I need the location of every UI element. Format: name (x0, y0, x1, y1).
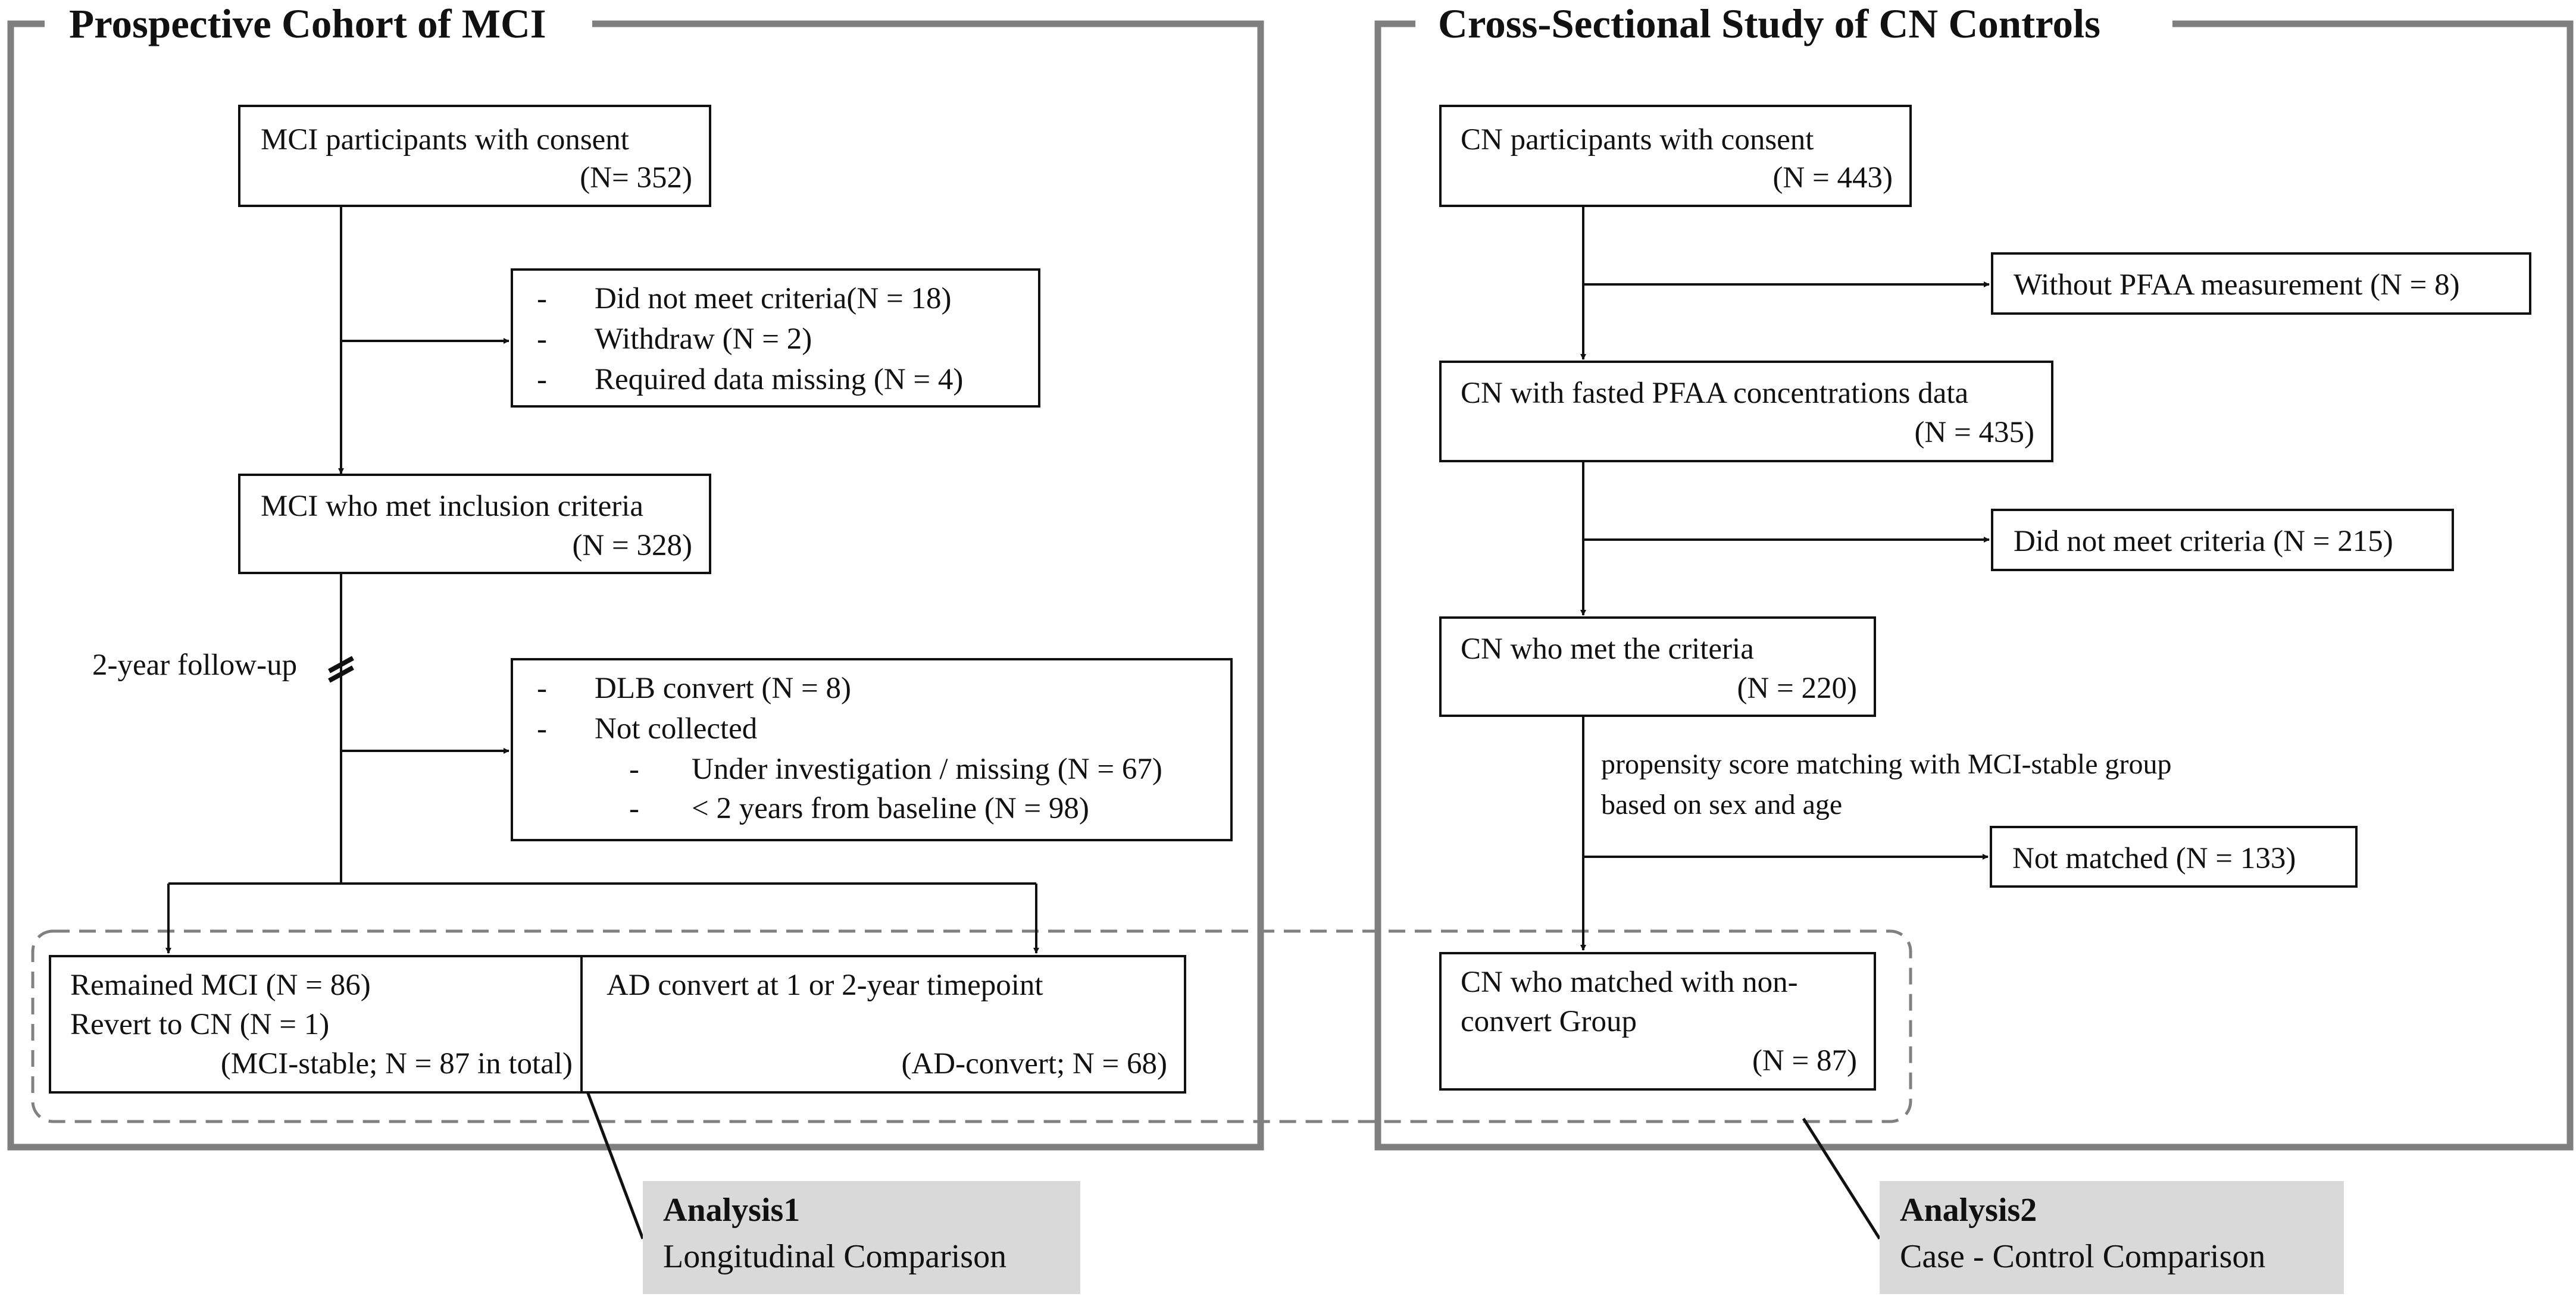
cn-not-meet-box: Did not meet criteria (N = 215) (1991, 509, 2454, 571)
analysis1-title: Analysis1 (663, 1192, 801, 1229)
bullet-dash: - (537, 363, 547, 396)
cn-consent-label: CN participants with consent (1461, 123, 1814, 156)
mci-exclusion-box-1: - Did not meet criteria(N = 18) - Withdr… (511, 268, 1040, 408)
mci-inclusion-count: (N = 328) (572, 529, 692, 562)
mci-stable-line-2: Revert to CN (N = 1) (70, 1008, 330, 1041)
mci-consent-count: (N= 352) (580, 161, 692, 195)
left-panel-title: Prospective Cohort of MCI (54, 2, 562, 45)
cn-not-matched-box: Not matched (N = 133) (1990, 826, 2358, 888)
exclusion-subitem: Under investigation / missing (N = 67) (692, 753, 1162, 786)
bullet-dash: - (629, 792, 639, 825)
cn-fasted-pfaa-count: (N = 435) (1914, 416, 2034, 449)
matched-groups-dashed-outline (31, 929, 1912, 1123)
bullet-dash: - (537, 322, 547, 356)
bullet-dash: - (629, 753, 639, 786)
analysis2-label-box: Analysis2 Case - Control Comparison (1880, 1181, 2344, 1294)
cn-not-meet-label: Did not meet criteria (N = 215) (2014, 525, 2393, 558)
mci-exclusion-box-2: - DLB convert (N = 8) - Not collected - … (511, 658, 1233, 841)
cn-matched-count: (N = 87) (1752, 1044, 1857, 1078)
cn-consent-box: CN participants with consent (N = 443) (1439, 105, 1912, 207)
cn-met-criteria-count: (N = 220) (1737, 672, 1857, 705)
bullet-dash: - (537, 282, 547, 315)
exclusion-item: Did not meet criteria(N = 18) (595, 282, 952, 315)
propensity-matching-label-1: propensity score matching with MCI-stabl… (1601, 748, 2172, 780)
analysis2-leader-line (1802, 1117, 1881, 1240)
analysis2-subtitle: Case - Control Comparison (1900, 1238, 2266, 1275)
cn-without-pfaa-label: Without PFAA measurement (N = 8) (2014, 268, 2460, 302)
cn-fasted-pfaa-label: CN with fasted PFAA concentrations data (1461, 377, 1969, 410)
cn-not-matched-label: Not matched (N = 133) (2012, 842, 2296, 875)
analysis1-subtitle: Longitudinal Comparison (663, 1238, 1007, 1275)
mci-consent-label: MCI participants with consent (261, 123, 629, 156)
mci-stable-box: Remained MCI (N = 86) Revert to CN (N = … (49, 955, 592, 1094)
mci-inclusion-box: MCI who met inclusion criteria (N = 328) (238, 474, 711, 574)
exclusion-item: Not collected (595, 712, 758, 746)
analysis2-title: Analysis2 (1900, 1192, 2037, 1229)
cn-matched-line-1: CN who matched with non- (1461, 966, 1798, 999)
left-panel-frame (7, 20, 1264, 1151)
analysis1-label-box: Analysis1 Longitudinal Comparison (643, 1181, 1080, 1294)
cn-matched-box: CN who matched with non- convert Group (… (1439, 952, 1876, 1091)
right-panel-frame (1374, 20, 2574, 1151)
mci-stable-total: (MCI-stable; N = 87 in total) (220, 1047, 573, 1080)
cn-matched-line-2: convert Group (1461, 1005, 1637, 1038)
ad-convert-box: AD convert at 1 or 2-year timepoint (AD-… (580, 955, 1186, 1094)
exclusion-item: DLB convert (N = 8) (595, 672, 851, 705)
bullet-dash: - (537, 712, 547, 746)
cn-consent-count: (N = 443) (1772, 161, 1893, 195)
ad-convert-label: AD convert at 1 or 2-year timepoint (607, 969, 1043, 1002)
exclusion-item: Required data missing (N = 4) (595, 363, 964, 396)
exclusion-subitem: < 2 years from baseline (N = 98) (692, 792, 1089, 825)
cn-met-criteria-label: CN who met the criteria (1461, 632, 1754, 666)
mci-stable-line-1: Remained MCI (N = 86) (70, 969, 371, 1002)
followup-label: 2-year follow-up (92, 649, 298, 682)
right-panel-title: Cross-Sectional Study of CN Controls (1423, 2, 2117, 45)
exclusion-item: Withdraw (N = 2) (595, 322, 812, 356)
followup-break-mark (328, 656, 354, 683)
cn-met-criteria-box: CN who met the criteria (N = 220) (1439, 616, 1876, 717)
bullet-dash: - (537, 672, 547, 705)
cn-fasted-pfaa-box: CN with fasted PFAA concentrations data … (1439, 361, 2053, 462)
cn-without-pfaa-box: Without PFAA measurement (N = 8) (1991, 252, 2531, 315)
mci-consent-box: MCI participants with consent (N= 352) (238, 105, 711, 207)
mci-inclusion-label: MCI who met inclusion criteria (261, 490, 644, 523)
ad-convert-count: (AD-convert; N = 68) (901, 1047, 1167, 1080)
propensity-matching-label-2: based on sex and age (1601, 789, 1843, 820)
